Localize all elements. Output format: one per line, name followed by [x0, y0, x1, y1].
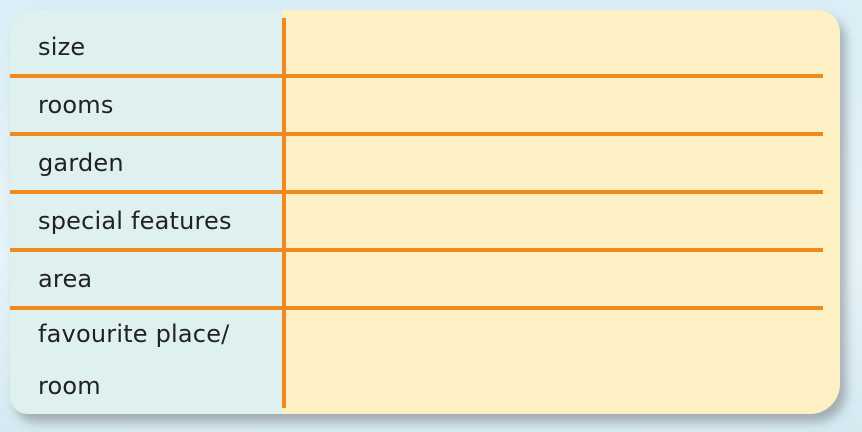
answer-field-area: [290, 250, 820, 302]
answer-field-size: [290, 18, 820, 70]
row-label-area: area: [38, 265, 93, 293]
row-label-size: size: [38, 33, 86, 61]
row-label-rooms: rooms: [38, 91, 114, 119]
notes-table-card: size rooms garden special features area …: [10, 10, 840, 414]
row-divider: [10, 306, 823, 310]
column-divider: [282, 18, 286, 408]
row-label-special-features: special features: [38, 207, 232, 235]
answer-field-garden: [290, 134, 820, 186]
row-divider: [10, 248, 823, 252]
answer-field-special-features: [290, 192, 820, 244]
row-label-garden: garden: [38, 149, 124, 177]
row-divider: [10, 132, 823, 136]
answer-field-favourite-place-room: [290, 308, 820, 404]
row-label-favourite-place-room: favourite place/ room: [38, 320, 230, 400]
row-divider: [10, 190, 823, 194]
answer-field-rooms: [290, 76, 820, 128]
row-divider: [10, 74, 823, 78]
